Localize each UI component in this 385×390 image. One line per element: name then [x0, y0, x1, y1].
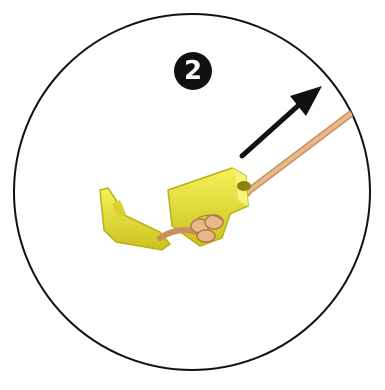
step-number-badge: 2 — [174, 52, 212, 90]
